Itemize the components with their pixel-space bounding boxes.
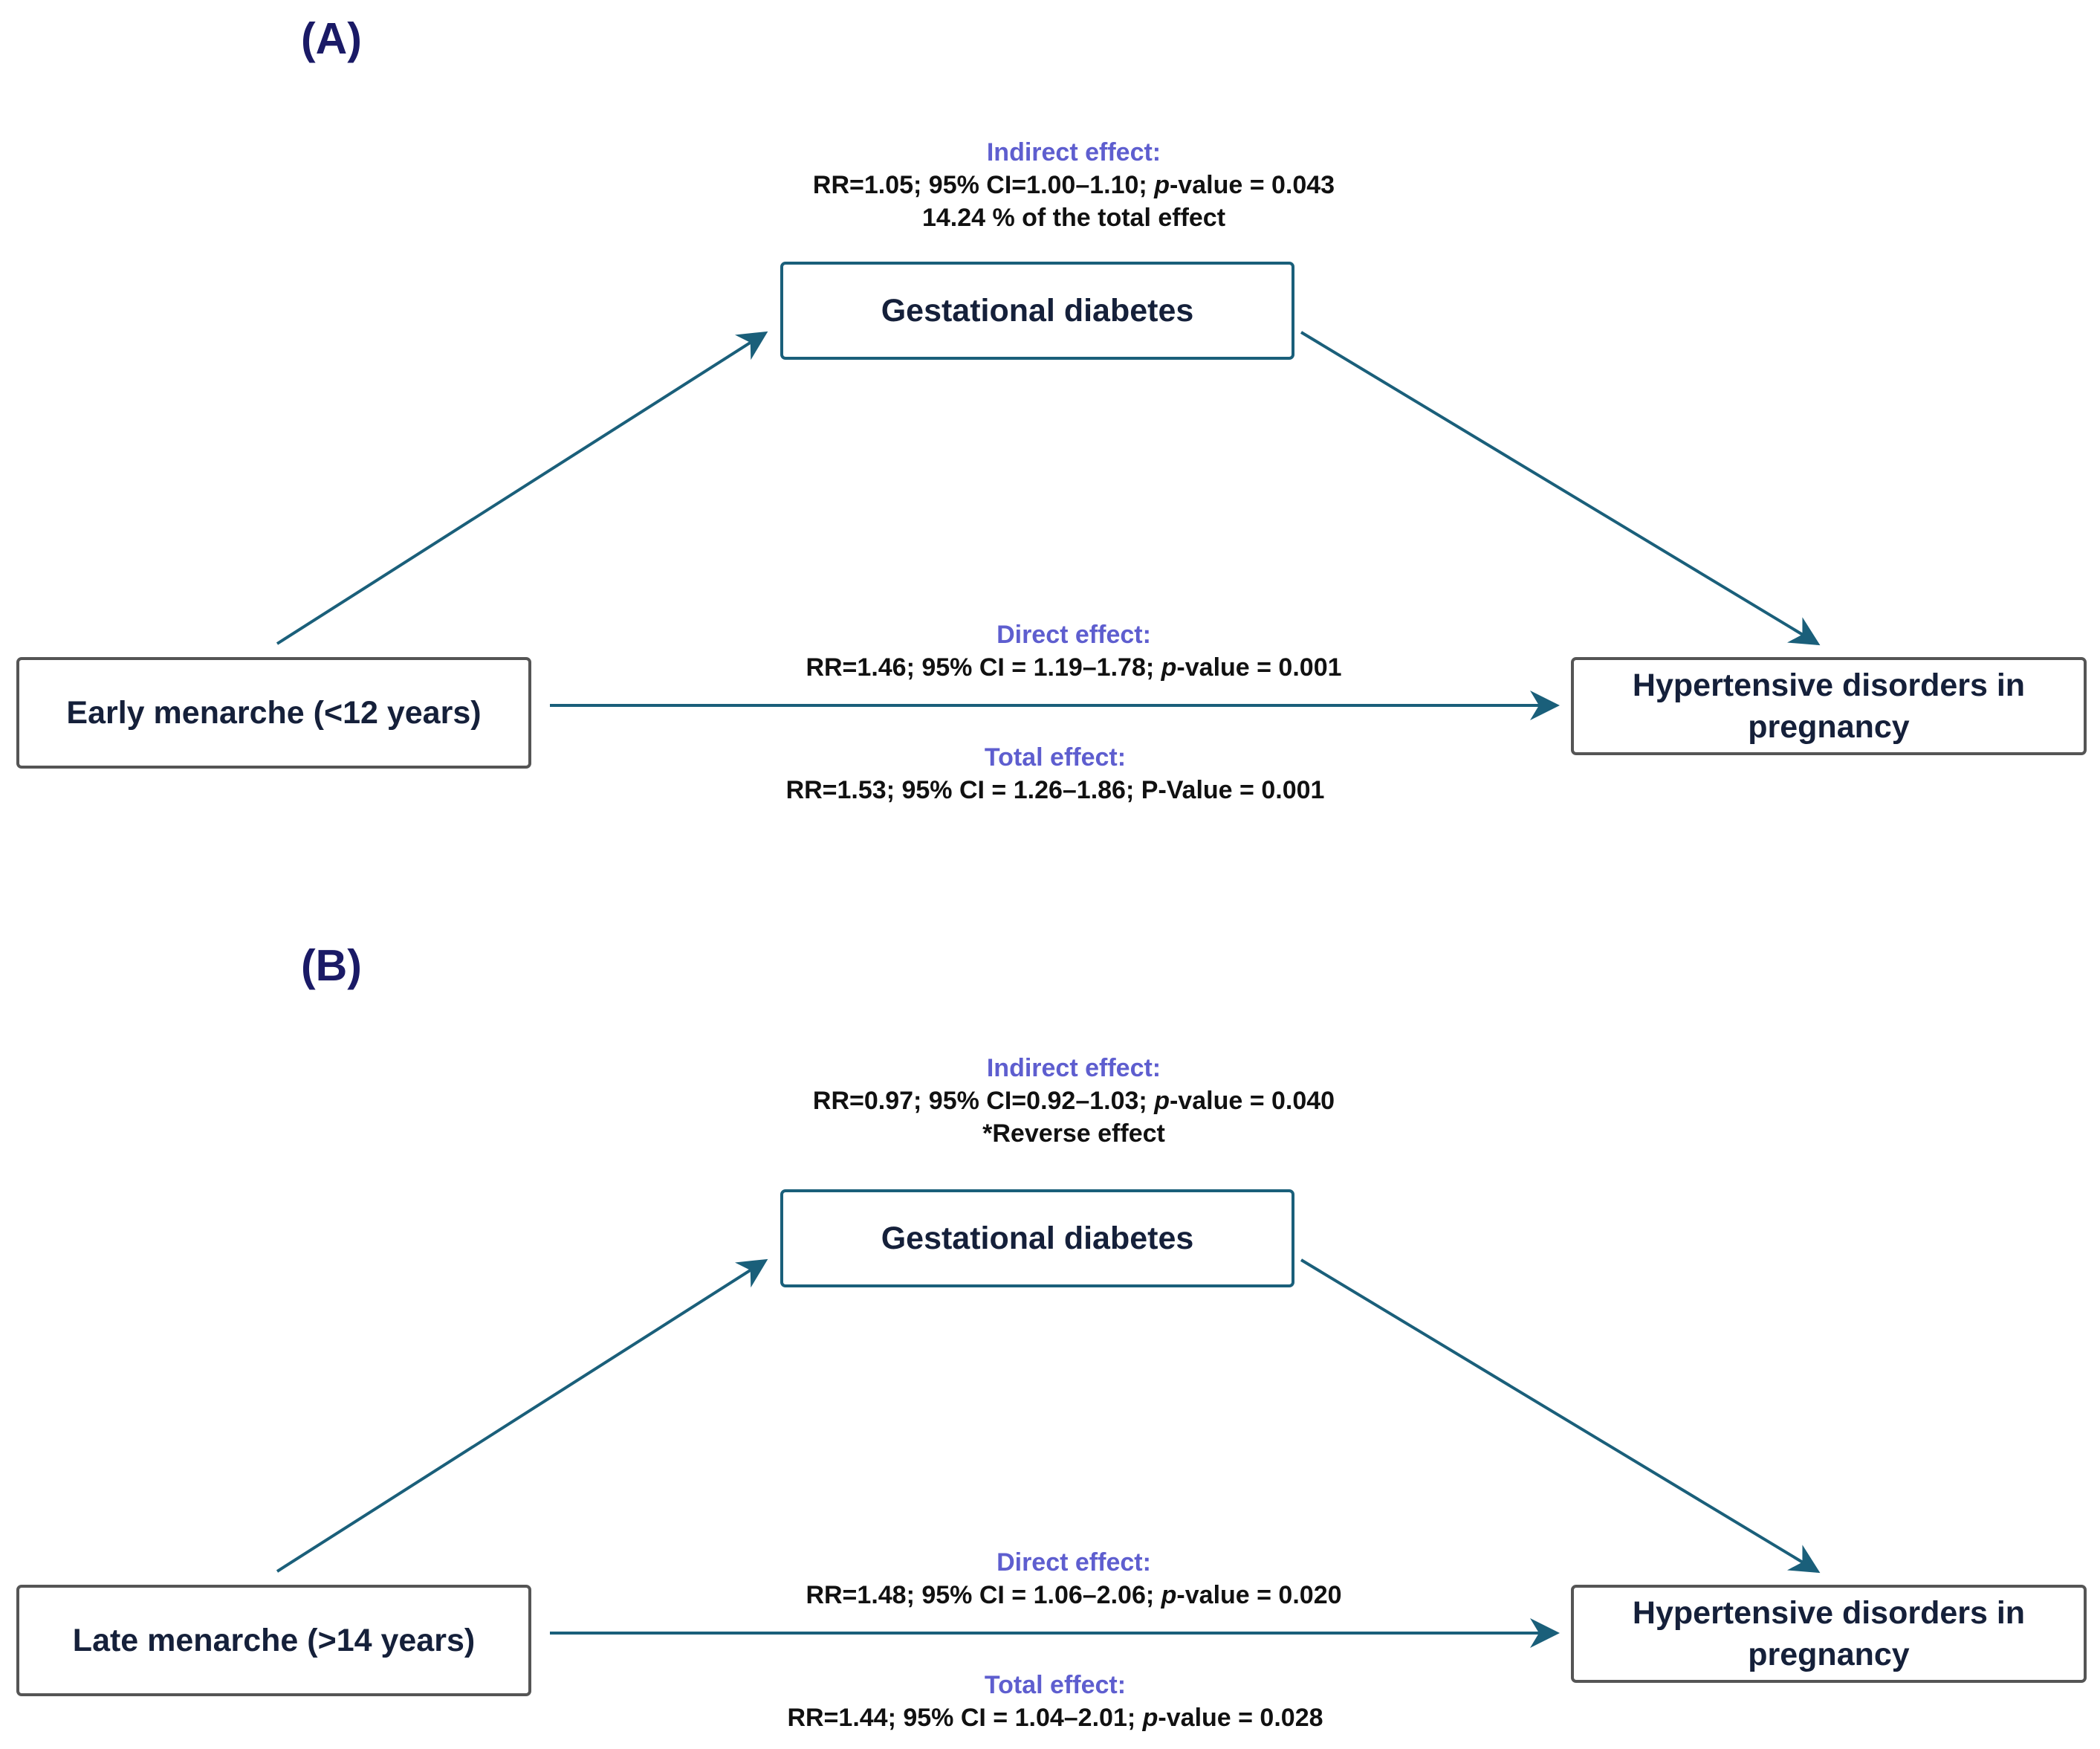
stats-text: RR=1.44; 95% CI = 1.04–2.01; [787,1704,1143,1732]
panel-label-b: (B) [301,941,362,990]
exposure-box-b: Late menarche (>14 years) [16,1585,531,1696]
p-symbol: p [1142,1704,1158,1732]
arrow-exposure-to-mediator-b [276,1258,768,1573]
p-symbol: p [1161,653,1177,682]
indirect-effect-note: 14.24 % of the total effect [921,204,1226,232]
stats-text: RR=1.05; 95% CI=1.00–1.10; [812,171,1155,199]
indirect-effect-a: Indirect effect: RR=1.05; 95% CI=1.00–1.… [713,136,1434,234]
p-value-text: -value = 0.043 [1169,171,1335,199]
indirect-effect-heading: Indirect effect: [986,1054,1161,1082]
p-value-text: -Value = 0.001 [1158,776,1325,804]
outcome-line-1: Hypertensive disorders in [1632,1595,2026,1631]
indirect-effect-stats: RR=0.97; 95% CI=0.92–1.03; p-value = 0.0… [713,1084,1434,1117]
outcome-label: Hypertensive disorders in pregnancy [1633,1592,2025,1675]
direct-effect-stats: RR=1.46; 95% CI = 1.19–1.78; p-value = 0… [713,651,1434,684]
panel-label-a: (A) [301,14,362,63]
stats-text: RR=1.53; 95% CI = 1.26–1.86; [785,776,1141,804]
arrow-exposure-to-mediator-a [276,331,768,645]
p-value-text: -value = 0.040 [1169,1087,1335,1115]
arrow-mediator-to-outcome-b [1300,1258,1821,1574]
p-symbol: P [1141,776,1158,804]
total-effect-b: Total effect: RR=1.44; 95% CI = 1.04–2.0… [684,1669,1427,1734]
indirect-effect-heading: Indirect effect: [986,138,1161,167]
stats-text: RR=1.46; 95% CI = 1.19–1.78; [806,653,1161,682]
mediator-box-a: Gestational diabetes [780,262,1294,360]
outcome-line-2: pregnancy [1748,709,1910,745]
direct-effect-b: Direct effect: RR=1.48; 95% CI = 1.06–2.… [713,1546,1434,1611]
total-effect-stats: RR=1.53; 95% CI = 1.26–1.86; P-Value = 0… [684,774,1427,806]
outcome-box-b: Hypertensive disorders in pregnancy [1571,1585,2087,1683]
p-value-text: -value = 0.001 [1176,653,1342,682]
exposure-label: Early menarche (<12 years) [66,695,482,731]
outcome-line-2: pregnancy [1748,1637,1910,1672]
direct-effect-stats: RR=1.48; 95% CI = 1.06–2.06; p-value = 0… [713,1579,1434,1611]
arrow-mediator-to-outcome-a [1300,331,1821,646]
mediator-box-b: Gestational diabetes [780,1189,1294,1287]
outcome-label: Hypertensive disorders in pregnancy [1633,665,2025,748]
direct-effect-a: Direct effect: RR=1.46; 95% CI = 1.19–1.… [713,618,1434,684]
total-effect-a: Total effect: RR=1.53; 95% CI = 1.26–1.8… [684,741,1427,806]
exposure-label: Late menarche (>14 years) [72,1623,476,1658]
indirect-effect-stats: RR=1.05; 95% CI=1.00–1.10; p-value = 0.0… [713,169,1434,201]
p-symbol: p [1154,1087,1170,1115]
stats-text: RR=1.48; 95% CI = 1.06–2.06; [806,1581,1161,1609]
indirect-effect-note: *Reverse effect [982,1119,1165,1148]
total-effect-stats: RR=1.44; 95% CI = 1.04–2.01; p-value = 0… [684,1701,1427,1734]
total-effect-heading: Total effect: [984,743,1127,772]
indirect-effect-b: Indirect effect: RR=0.97; 95% CI=0.92–1.… [713,1052,1434,1150]
mediator-label: Gestational diabetes [881,1221,1194,1256]
total-effect-heading: Total effect: [984,1671,1127,1699]
direct-effect-heading: Direct effect: [996,1548,1151,1577]
outcome-line-1: Hypertensive disorders in [1632,667,2026,703]
p-value-text: -value = 0.028 [1158,1704,1323,1732]
p-symbol: p [1161,1581,1177,1609]
exposure-box-a: Early menarche (<12 years) [16,657,531,769]
p-value-text: -value = 0.020 [1176,1581,1342,1609]
p-symbol: p [1154,171,1170,199]
outcome-box-a: Hypertensive disorders in pregnancy [1571,657,2087,755]
mediator-label: Gestational diabetes [881,293,1194,329]
direct-effect-heading: Direct effect: [996,621,1151,649]
stats-text: RR=0.97; 95% CI=0.92–1.03; [812,1087,1155,1115]
